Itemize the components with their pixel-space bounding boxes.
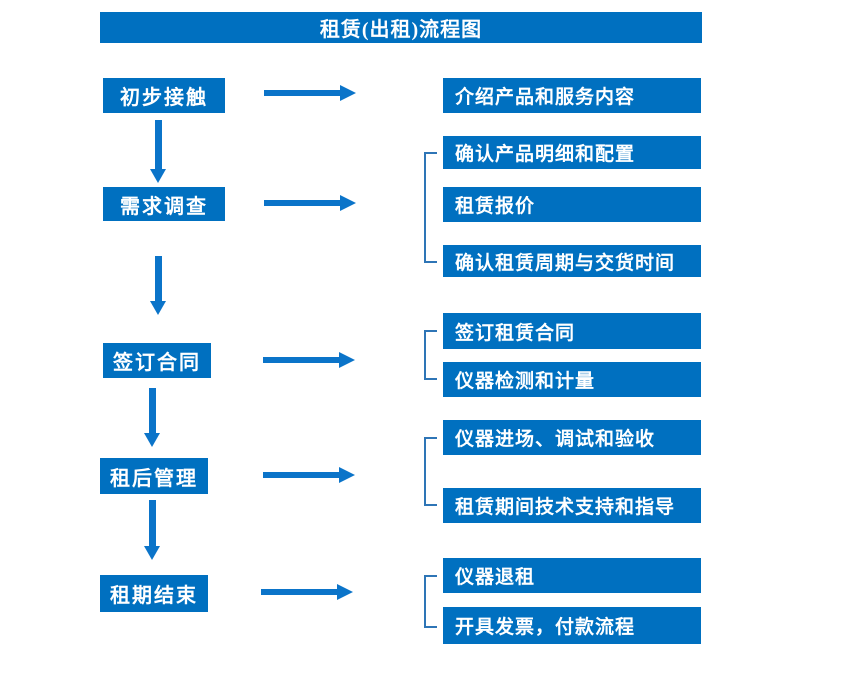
detail-box-introduce-products: 介绍产品和服务内容	[443, 78, 701, 113]
right-arrow-icon	[261, 584, 353, 600]
detail-box-confirm-period-delivery: 确认租赁周期与交货时间	[443, 245, 701, 277]
down-arrow-icon	[150, 256, 167, 315]
detail-box-instrument-setup-acceptance: 仪器进场、调试和验收	[443, 420, 701, 455]
step-box-initial-contact: 初步接触	[103, 78, 225, 113]
down-arrow-icon	[144, 500, 161, 560]
down-arrow-icon	[144, 388, 161, 447]
right-arrow-icon	[263, 352, 355, 368]
group-bracket-demand-survey	[424, 152, 437, 263]
detail-box-invoice-payment: 开具发票，付款流程	[443, 607, 701, 644]
step-box-demand-survey: 需求调查	[103, 187, 225, 221]
detail-box-confirm-product-config: 确认产品明细和配置	[443, 136, 701, 169]
right-arrow-icon	[263, 467, 355, 483]
group-bracket-rental-end	[424, 575, 437, 628]
group-bracket-sign-contract	[424, 330, 437, 380]
detail-box-tech-support: 租赁期间技术支持和指导	[443, 488, 701, 523]
step-box-rental-end: 租期结束	[100, 575, 208, 612]
group-bracket-post-rental	[424, 437, 437, 506]
step-box-post-rental-management: 租后管理	[100, 458, 208, 494]
right-arrow-icon	[264, 85, 356, 101]
step-box-sign-contract: 签订合同	[103, 343, 211, 378]
page-title: 租赁(出租)流程图	[100, 12, 702, 43]
down-arrow-icon	[150, 120, 167, 183]
right-arrow-icon	[264, 195, 356, 211]
detail-box-rental-quote: 租赁报价	[443, 187, 701, 222]
detail-box-instrument-test-calibration: 仪器检测和计量	[443, 362, 701, 397]
detail-box-instrument-return: 仪器退租	[443, 558, 701, 593]
detail-box-sign-rental-contract: 签订租赁合同	[443, 313, 701, 349]
